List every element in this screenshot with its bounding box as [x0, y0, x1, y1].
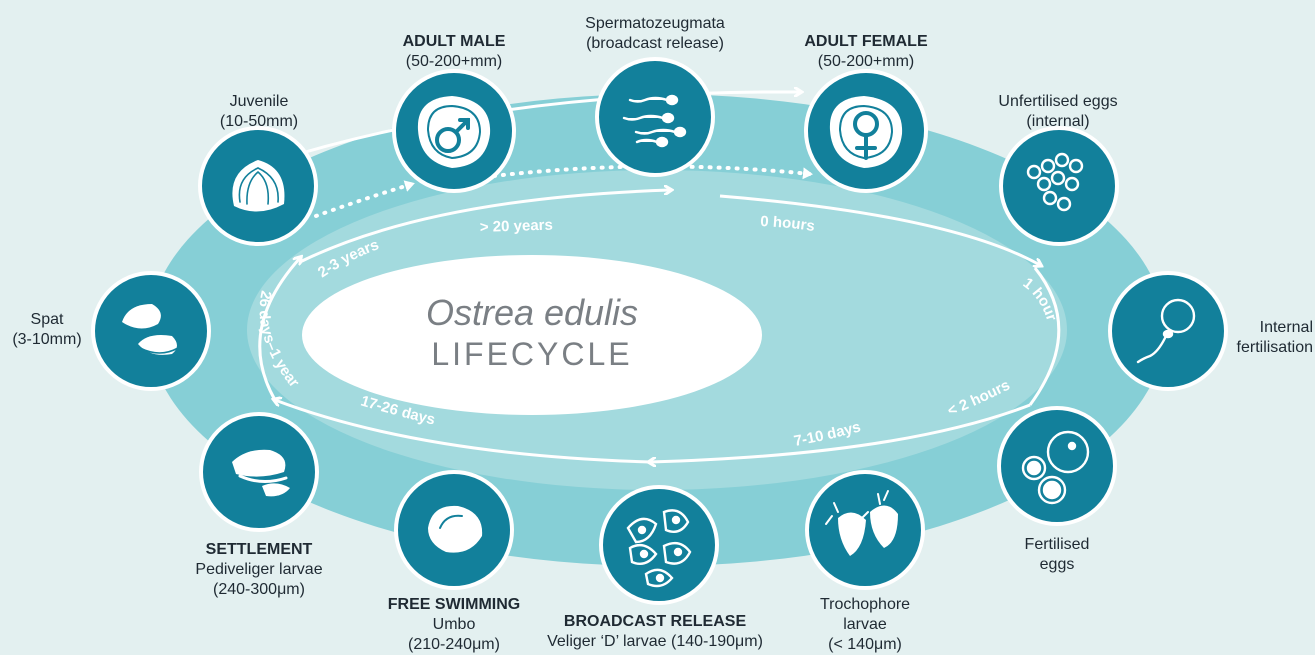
- spermatozeugmata-note: (broadcast release): [585, 34, 725, 54]
- free-swimming-title: FREE SWIMMING: [388, 595, 520, 615]
- settlement-size: (240-300μm): [195, 580, 322, 600]
- stage-label-broadcast-release: BROADCAST RELEASE Veliger ‘D’ larvae (14…: [547, 612, 763, 652]
- stage-label-adult-female: ADULT FEMALE (50-200+mm): [804, 32, 927, 72]
- stage-label-free-swimming: FREE SWIMMING Umbo (210-240μm): [388, 595, 520, 655]
- spat-name: Spat: [12, 310, 81, 330]
- spermatozeugmata-name: Spermatozeugmata: [585, 14, 725, 34]
- stage-label-spat: Spat (3-10mm): [12, 310, 81, 350]
- stage-label-spermatozeugmata: Spermatozeugmata (broadcast release): [585, 14, 725, 54]
- stage-circle-unfertilised-eggs: [1001, 128, 1117, 244]
- stage-label-adult-male: ADULT MALE (50-200+mm): [403, 32, 506, 72]
- free-swimming-desc: Umbo: [388, 615, 520, 635]
- unfertilised-eggs-name: Unfertilised eggs: [998, 92, 1117, 112]
- settlement-title: SETTLEMENT: [195, 540, 322, 560]
- spat-size: (3-10mm): [12, 330, 81, 350]
- trochophore-name-2: larvae: [820, 615, 910, 635]
- species-name: Ostrea edulis: [426, 293, 638, 333]
- unfertilised-eggs-note: (internal): [998, 112, 1117, 132]
- adult-male-title: ADULT MALE: [403, 32, 506, 52]
- stage-label-internal-fertilisation: Internal fertilisation: [1237, 318, 1313, 358]
- stage-circle-trochophore: [807, 472, 923, 588]
- adult-female-size: (50-200+mm): [804, 52, 927, 72]
- lifecycle-word: LIFECYCLE: [426, 335, 638, 373]
- broadcast-release-desc: Veliger ‘D’ larvae (140-190μm): [547, 632, 763, 652]
- adult-female-title: ADULT FEMALE: [804, 32, 927, 52]
- fertilised-eggs-line1: Fertilised: [1025, 535, 1090, 555]
- stage-label-settlement: SETTLEMENT Pediveliger larvae (240-300μm…: [195, 540, 322, 600]
- stage-label-unfertilised-eggs: Unfertilised eggs (internal): [998, 92, 1117, 132]
- stage-label-juvenile: Juvenile (10-50mm): [220, 92, 298, 132]
- broadcast-release-title: BROADCAST RELEASE: [547, 612, 763, 632]
- trochophore-size: (< 140μm): [820, 635, 910, 655]
- fertilised-eggs-line2: eggs: [1025, 555, 1090, 575]
- juvenile-size: (10-50mm): [220, 112, 298, 132]
- internal-fertilisation-line1: Internal: [1237, 318, 1313, 338]
- settlement-desc: Pediveliger larvae: [195, 560, 322, 580]
- internal-fertilisation-line2: fertilisation: [1237, 338, 1313, 358]
- stage-label-fertilised-eggs: Fertilised eggs: [1025, 535, 1090, 575]
- stage-circle-fertilised-eggs: [999, 408, 1115, 524]
- trochophore-name: Trochophore: [820, 595, 910, 615]
- free-swimming-size: (210-240μm): [388, 635, 520, 655]
- juvenile-name: Juvenile: [220, 92, 298, 112]
- duration-over-20-years: > 20 years: [480, 217, 554, 236]
- adult-male-size: (50-200+mm): [403, 52, 506, 72]
- stage-label-trochophore: Trochophore larvae (< 140μm): [820, 595, 910, 655]
- center-title: Ostrea edulis LIFECYCLE: [426, 293, 638, 373]
